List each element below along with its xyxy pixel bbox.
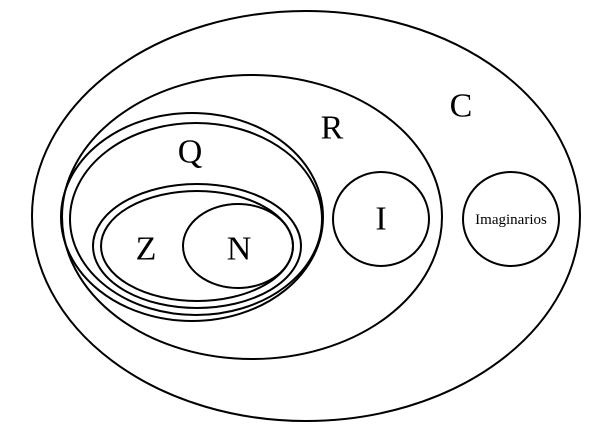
set-integer-outer-ellipse: [92, 183, 302, 309]
label-integer: Z: [136, 231, 157, 268]
label-imaginary: Imaginarios: [475, 212, 547, 228]
label-rational: Q: [178, 134, 203, 171]
set-irrational-ellipse: [332, 171, 430, 267]
label-complex: C: [450, 88, 473, 125]
set-complex-ellipse: [31, 10, 581, 422]
label-irrational: I: [375, 201, 386, 238]
set-integer-inner-ellipse: [100, 190, 294, 302]
set-imaginary-ellipse: [462, 171, 560, 267]
label-natural: N: [227, 231, 252, 268]
set-natural-ellipse: [182, 203, 294, 289]
label-real: R: [321, 110, 344, 147]
set-rational-outer-ellipse: [60, 112, 324, 322]
set-rational-inner-ellipse: [69, 122, 323, 316]
